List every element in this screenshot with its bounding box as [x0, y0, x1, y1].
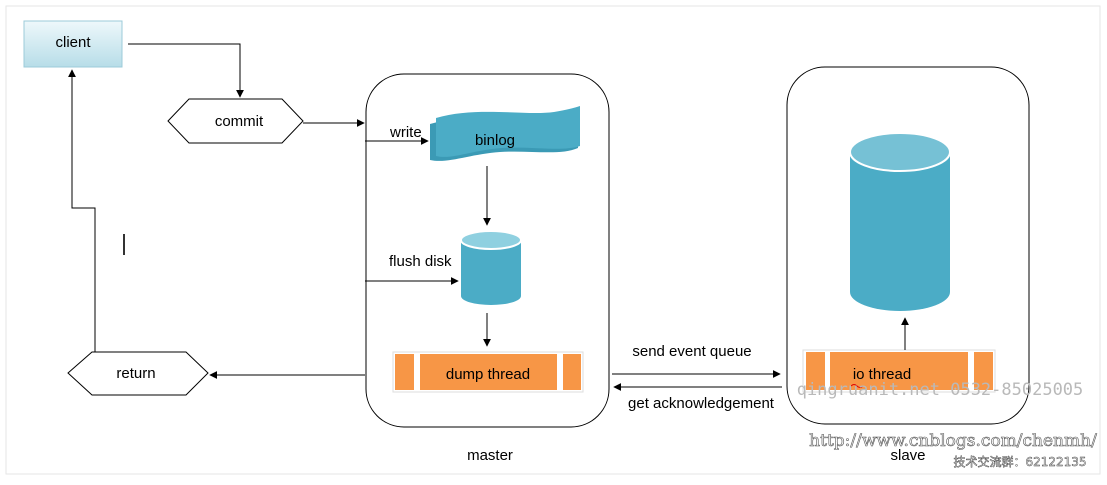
watermark-line1: qingruanit.net 0532-85025005: [797, 380, 1084, 400]
return-to-client-arrow: [68, 69, 96, 352]
slave-label: slave: [890, 447, 925, 464]
commit-label: commit: [215, 113, 264, 130]
client-label: client: [55, 34, 91, 51]
get-acknowledgement-label: get acknowledgement: [628, 395, 775, 412]
disk-cylinder: [460, 230, 522, 305]
diagram-frame: [5, 5, 1101, 475]
client-node: client: [23, 20, 123, 68]
return-label: return: [116, 365, 155, 382]
client-to-commit-arrow: [128, 43, 244, 98]
watermark-line2: http://www.cnblogs.com/chenmh/: [809, 431, 1097, 451]
watermark-line3: 技术交流群：62122135: [953, 454, 1086, 469]
dump-thread-label: dump thread: [446, 366, 530, 383]
binlog-label: binlog: [475, 132, 515, 149]
flush-disk-label: flush disk: [389, 253, 452, 270]
commit-node: commit: [167, 98, 304, 144]
return-node: return: [67, 351, 209, 396]
io-thread-label: io thread: [853, 366, 911, 383]
write-label: write: [389, 124, 422, 141]
send-event-queue-label: send event queue: [632, 343, 751, 360]
master-label: master: [467, 447, 513, 464]
io-thread-node: io thread: [802, 349, 996, 393]
spellcheck-squiggle: [850, 384, 864, 388]
dump-thread-node: dump thread: [392, 351, 584, 393]
relay-storage-cylinder: [849, 132, 951, 311]
binlog-node: binlog: [430, 106, 580, 161]
